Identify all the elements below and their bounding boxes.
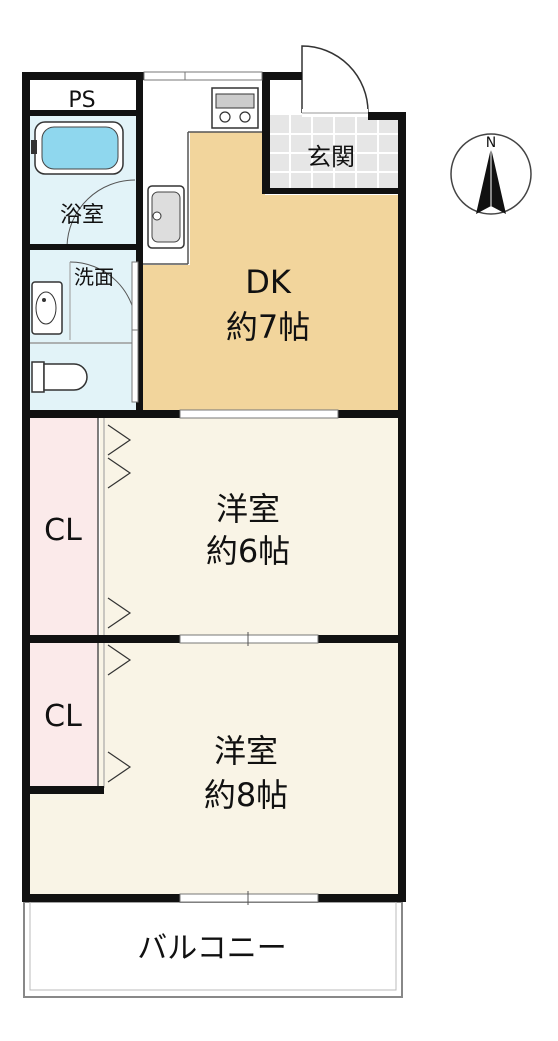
bath-door-swing — [66, 179, 136, 247]
bath-label: 浴室 — [60, 203, 104, 228]
openings — [131, 71, 339, 905]
entrance-door-swing — [301, 45, 369, 113]
closet-1-doors — [107, 424, 132, 629]
sink-drain — [152, 211, 162, 221]
sink-basin — [151, 191, 181, 243]
balcony-outline — [23, 901, 403, 998]
bath-faucet-icon — [31, 140, 37, 154]
bathtub-water — [41, 126, 119, 170]
balcony-label: バルコニー — [137, 931, 286, 966]
stove-burner-left — [219, 111, 231, 123]
dk-floor — [140, 132, 400, 412]
western-room-2-size-label: 約8帖 — [204, 776, 288, 814]
washroom-label: 洗面 — [74, 265, 114, 289]
dk-name-label: DK — [245, 263, 292, 301]
genkan-label: 玄関 — [307, 143, 355, 171]
genkan-tiles — [268, 115, 398, 192]
western-room-1-size-label: 約6帖 — [206, 532, 290, 570]
western-room-1-name-label: 洋室 — [216, 490, 280, 528]
compass-north-label: N — [486, 135, 496, 151]
ps-floor — [27, 78, 137, 113]
closet-1-label: CL — [44, 513, 82, 548]
closet-2-floor — [30, 640, 98, 788]
stove-top — [215, 93, 255, 109]
washbasin-tap — [42, 298, 46, 302]
compass-icon: N — [450, 133, 532, 215]
ps-label: PS — [68, 88, 95, 113]
toilet-tank — [31, 361, 45, 393]
closet-2-doors — [107, 644, 132, 783]
western-room-2-name-label: 洋室 — [214, 732, 278, 770]
closet-1-floor — [30, 418, 98, 635]
dk-size-label: 約7帖 — [226, 308, 310, 346]
closet-2-label: CL — [44, 699, 82, 734]
toilet-icon — [43, 363, 88, 391]
washbasin-bowl — [35, 291, 57, 325]
stove-burner-right — [239, 111, 251, 123]
western-room-1-floor — [100, 418, 400, 635]
